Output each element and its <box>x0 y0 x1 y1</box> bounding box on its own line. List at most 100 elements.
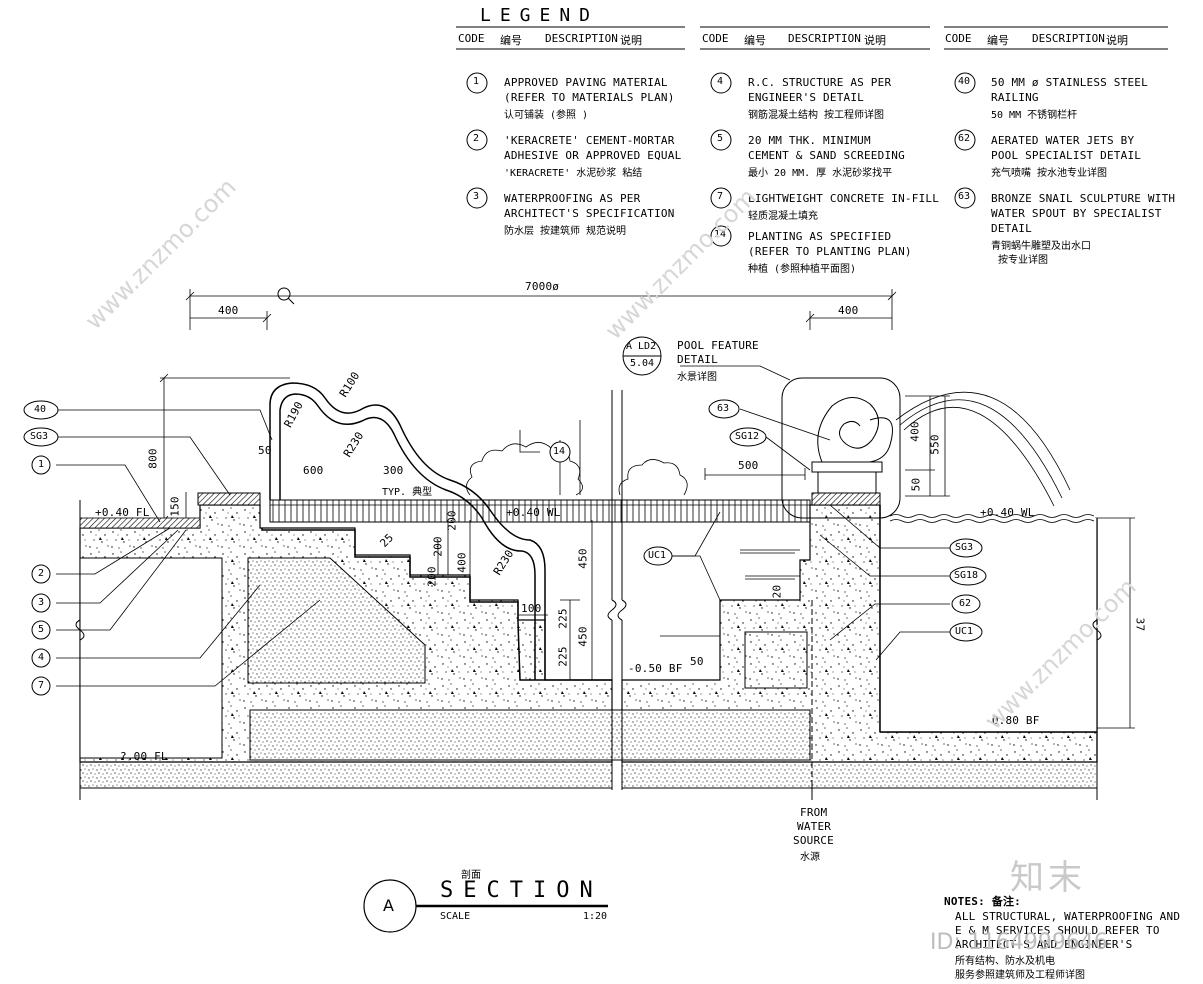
dim-20: 20 <box>770 584 784 599</box>
notes-line5: 服务参照建筑师及工程师详图 <box>955 970 1085 981</box>
callout-line3: 水景详图 <box>677 372 717 383</box>
dimension-lines <box>159 289 1135 729</box>
water-spout <box>895 391 1071 507</box>
legend-col3-desc-cn: 说明 <box>1106 34 1128 47</box>
legend-col1-code-cn: 编号 <box>500 34 522 47</box>
level-fl-bottom: ?.00 FL <box>120 750 168 763</box>
level-bf1: -0.50 BF <box>628 662 683 675</box>
notes-line1: ALL STRUCTURAL, WATERPROOFING AND <box>955 910 1181 923</box>
coping-left <box>197 492 261 506</box>
notes-line4: 所有结构、防水及机电 <box>955 956 1055 967</box>
legend-col1-desc-cn: 说明 <box>620 34 642 47</box>
legend-desc-14-l3: 种植 (参照种植平面图) <box>748 264 857 275</box>
section-scale: 1:20 <box>583 911 608 922</box>
notes-line2: E & M SERVICES SHOULD REFER TO <box>955 924 1160 937</box>
coping-right <box>811 492 881 506</box>
legend-desc-40-l2: RAILING <box>991 91 1039 104</box>
legend-desc-4-l1: R.C. STRUCTURE AS PER <box>748 76 892 89</box>
tag-5: 5 <box>38 624 45 635</box>
legend-col3-code: CODE <box>945 32 972 45</box>
from-water-l4: 水源 <box>800 852 820 863</box>
railing-band <box>269 499 811 523</box>
tag-62: 62 <box>959 598 972 609</box>
notes-line3: ARCHITECT'S AND ENGINEER'S <box>955 938 1133 951</box>
dim-225b: 225 <box>556 646 570 667</box>
paving-left <box>79 517 201 529</box>
tag-sg3-left: SG3 <box>30 431 49 442</box>
legend-rules <box>456 26 1168 50</box>
legend-desc-63-l2: WATER SPOUT BY SPECIALIST <box>991 207 1162 220</box>
dim-300: 300 <box>383 464 404 477</box>
dim-400r: 400 <box>908 421 922 442</box>
legend-code-4: 4 <box>717 76 724 87</box>
watermark-brand: 知末 <box>1010 858 1086 898</box>
legend-desc-2-l3: 'KERACRETE' 水泥砂浆 粘结 <box>504 168 643 179</box>
tag-sg18: SG18 <box>954 570 979 581</box>
legend-col3-code-cn: 编号 <box>987 34 1009 47</box>
tag-1: 1 <box>38 459 45 470</box>
tag-uc1-left: UC1 <box>648 550 667 561</box>
legend-desc-4-l2: ENGINEER'S DETAIL <box>748 91 864 104</box>
legend-col3-desc: DESCRIPTION <box>1032 32 1105 45</box>
legend-code-62: 62 <box>958 133 971 144</box>
dim-200b: 200 <box>445 510 459 531</box>
water-jets <box>660 549 800 637</box>
legend-desc-1-l1: APPROVED PAVING MATERIAL <box>504 76 668 89</box>
callout-ref-bottom: 5.04 <box>630 358 655 369</box>
dim-100: 100 <box>521 602 542 615</box>
legend-col1-desc: DESCRIPTION <box>545 32 618 45</box>
level-bf2: -0.80 BF <box>985 714 1040 727</box>
legend-desc-4-l3: 钢筋混凝土结构 按工程师详图 <box>748 110 885 121</box>
callout-line2: DETAIL <box>677 353 718 366</box>
notes-label: NOTES: 备注: <box>944 895 1021 908</box>
legend-title: LEGEND <box>480 5 600 26</box>
from-water-l2: WATER <box>797 820 832 833</box>
dim-400v: 400 <box>455 552 469 573</box>
dim-450b: 450 <box>576 626 590 647</box>
legend-code-63: 63 <box>958 191 971 202</box>
callout-line1: POOL FEATURE <box>677 339 759 352</box>
legend-desc-3-l3: 防水层 按建筑师 规范说明 <box>504 226 627 237</box>
section-title: SECTION <box>440 878 603 903</box>
level-wl-right: +0.40 WL <box>980 506 1035 519</box>
tag-14: 14 <box>553 446 566 457</box>
legend-desc-7-l2: 轻质混凝土填充 <box>748 211 818 222</box>
legend-desc-62-l1: AERATED WATER JETS BY <box>991 134 1135 147</box>
legend-col1-code: CODE <box>458 32 485 45</box>
tag-2: 2 <box>38 568 45 579</box>
legend-col2-code-cn: 编号 <box>744 34 766 47</box>
dim-225a: 225 <box>556 608 570 629</box>
legend-code-1: 1 <box>473 76 480 87</box>
legend-col2-desc-cn: 说明 <box>864 34 886 47</box>
dim-400-right: 400 <box>838 304 859 317</box>
dim-50b: 50 <box>690 655 704 668</box>
dim-500: 500 <box>738 459 759 472</box>
planting <box>466 420 688 496</box>
dim-typ: TYP. 典型 <box>382 487 433 498</box>
legend-desc-1-l2: (REFER TO MATERIALS PLAN) <box>504 91 675 104</box>
dim-400-left: 400 <box>218 304 239 317</box>
legend-col2-desc: DESCRIPTION <box>788 32 861 45</box>
pool-water-right <box>880 518 1097 732</box>
legend-code-circles <box>466 72 976 247</box>
legend-code-2: 2 <box>473 133 480 144</box>
legend-desc-63-l5: 按专业详图 <box>998 255 1048 266</box>
tag-63: 63 <box>717 403 730 414</box>
legend-desc-63-l1: BRONZE SNAIL SCULPTURE WITH <box>991 192 1176 205</box>
legend-desc-5-l3: 最小 20 MM. 厚 水泥砂浆找平 <box>748 168 893 179</box>
tag-sg3-right: SG3 <box>955 542 974 553</box>
legend-desc-5-l1: 20 MM THK. MINIMUM <box>748 134 871 147</box>
callout-ref-top: A LD2 <box>626 341 657 352</box>
legend-code-14: 14 <box>714 229 727 240</box>
dim-overall: 7000ø <box>525 280 560 293</box>
legend-code-5: 5 <box>717 133 724 144</box>
dim-50a: 50 <box>258 444 272 457</box>
level-fl-top-text: +0.40 FL <box>95 506 150 519</box>
tag-7: 7 <box>38 680 45 691</box>
tag-shapes <box>23 336 987 696</box>
from-water-l1: FROM <box>800 806 828 819</box>
legend-desc-62-l2: POOL SPECIALIST DETAIL <box>991 149 1142 162</box>
infill-slab <box>249 709 811 761</box>
leader-lines <box>56 365 950 687</box>
dim-50c: 50 <box>909 477 923 492</box>
